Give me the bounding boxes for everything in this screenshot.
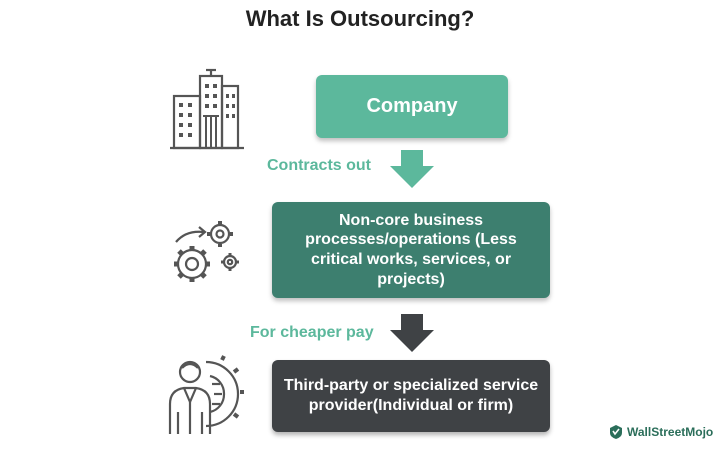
- logo-text: WallStreetMojo: [627, 425, 714, 439]
- noncore-node: Non-core business processes/operations (…: [272, 202, 550, 298]
- arrow-down-icon: [390, 150, 434, 188]
- edge-label-contracts-out: Contracts out: [267, 157, 371, 174]
- page-title: What Is Outsourcing?: [245, 6, 475, 31]
- third-party-node: Third-party or specialized service provi…: [272, 360, 550, 432]
- building-icon: [170, 68, 244, 150]
- gears-icon: [174, 221, 239, 282]
- arrow-down-icon-dark: [390, 314, 434, 352]
- edge-label-cheaper-pay: For cheaper pay: [250, 324, 374, 341]
- logo-icon: [610, 425, 622, 439]
- company-node: Company: [316, 75, 508, 138]
- brand-logo: WallStreetMojo: [608, 424, 713, 440]
- person-gear-icon: [168, 355, 244, 434]
